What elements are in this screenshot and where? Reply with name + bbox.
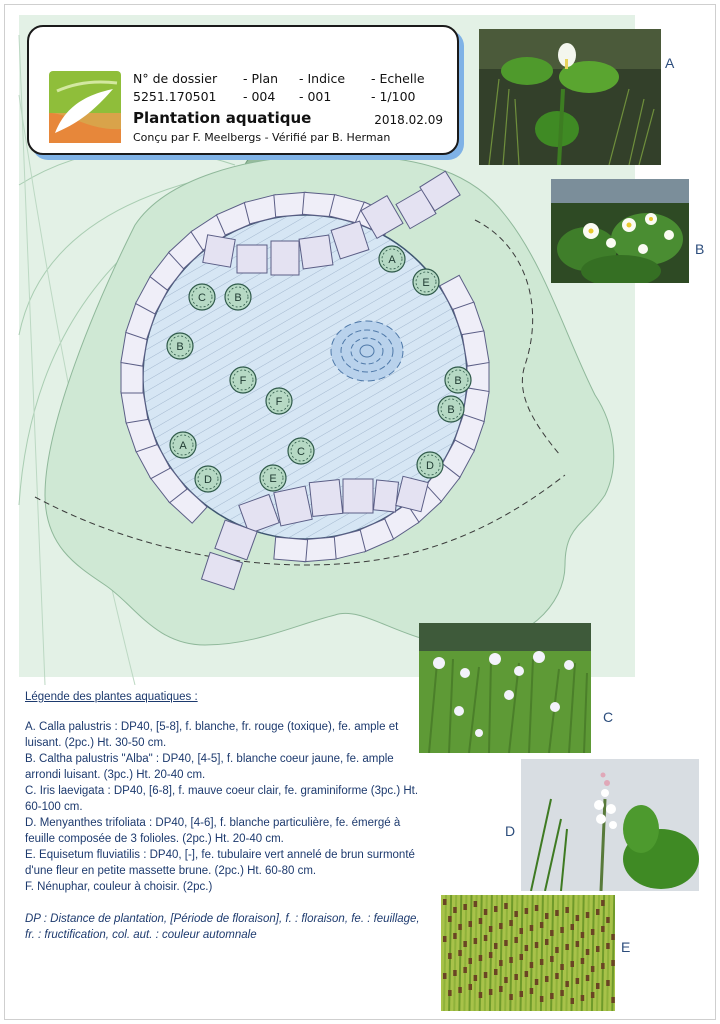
plant-marker-label: A (179, 440, 187, 452)
legend-item-f: F. Nénuphar, couleur à choisir. (2pc.) (25, 881, 213, 893)
photo-d (521, 759, 699, 891)
photo-label-d: D (505, 823, 516, 839)
plant-marker-label: E (269, 473, 276, 485)
legend-item-e: E. Equisetum fluviatilis : DP40, [-], fe… (25, 849, 415, 877)
plant-marker-label: E (422, 277, 429, 289)
plant-marker-label: C (297, 446, 305, 458)
plan-credits: Conçu par F. Meelbergs - Vérifié par B. … (133, 131, 391, 144)
photo-label-e: E (621, 939, 631, 955)
plant-marker-label: C (198, 292, 206, 304)
plant-marker-b: B (444, 366, 472, 394)
dossier-value: 5251.170501 (133, 89, 217, 104)
plant-marker-label: F (276, 396, 283, 408)
company-logo (49, 71, 121, 143)
indice-value: - 001 (299, 89, 332, 104)
stepping-stones-top (202, 170, 461, 276)
plant-marker-label: A (388, 254, 396, 266)
photo-a (479, 29, 661, 165)
plant-marker-label: B (454, 375, 461, 387)
dossier-label: N° de dossier (133, 71, 218, 86)
photo-label-c: C (603, 709, 614, 725)
title-block: N° de dossier 5251.170501 - Plan - 004 -… (27, 25, 459, 155)
plant-marker-b: B (224, 283, 252, 311)
plant-marker-label: B (447, 404, 454, 416)
legend-item-a: A. Calla palustris : DP40, [5-8], f. bla… (25, 721, 399, 749)
plan-title: Plantation aquatique (133, 109, 312, 127)
plan-sheet: A E C B B B F F B A C D E D N° de dossier 5251.170501… (4, 4, 716, 1020)
plan-value: - 004 (243, 89, 276, 104)
plant-marker-f: F (229, 366, 257, 394)
plan-date: 2018.02.09 (374, 113, 443, 127)
photo-b (551, 179, 689, 283)
plant-marker-a: A (169, 431, 197, 459)
legend-item-c: C. Iris laevigata : DP40, [6-8], f. mauv… (25, 785, 419, 813)
plant-legend: Légende des plantes aquatiques : A. Call… (25, 689, 425, 955)
plant-marker-e: E (412, 268, 440, 296)
plant-marker-f: F (265, 387, 293, 415)
ring-stone (273, 536, 309, 563)
plant-marker-label: B (234, 292, 241, 304)
plant-marker-a: A (378, 245, 406, 273)
legend-item-b: B. Caltha palustris "Alba" : DP40, [4-5]… (25, 753, 394, 781)
dashed-outline (34, 474, 566, 566)
photo-e (441, 895, 615, 1011)
plant-marker-c: C (287, 437, 315, 465)
plant-markers: A E C B B B F F B A C D E D (166, 245, 472, 493)
plant-marker-b: B (166, 332, 194, 360)
plant-marker-label: D (204, 474, 212, 486)
plant-marker-d: D (416, 451, 444, 479)
photo-c (419, 623, 591, 753)
echelle-value: - 1/100 (371, 89, 416, 104)
plan-label: - Plan (243, 71, 279, 86)
legend-item-d: D. Menyanthes trifoliata : DP40, [4-6], … (25, 817, 401, 845)
legend-abbreviations-note: DP : Distance de plantation, [Période de… (25, 913, 420, 941)
plant-marker-b: B (437, 395, 465, 423)
plant-marker-label: B (176, 341, 183, 353)
plant-marker-e: E (259, 464, 287, 492)
legend-title: Légende des plantes aquatiques : (25, 691, 198, 703)
photo-label-b: B (695, 241, 705, 257)
plant-marker-d: D (194, 465, 222, 493)
stepping-stones-bottom (200, 475, 429, 591)
fountain-ripples (330, 320, 404, 382)
ring-stone (461, 330, 490, 367)
echelle-label: - Echelle (371, 71, 425, 86)
photo-label-a: A (665, 55, 675, 71)
plant-marker-c: C (188, 283, 216, 311)
plant-marker-label: D (426, 460, 434, 472)
plant-marker-label: F (240, 375, 247, 387)
indice-label: - Indice (299, 71, 346, 86)
